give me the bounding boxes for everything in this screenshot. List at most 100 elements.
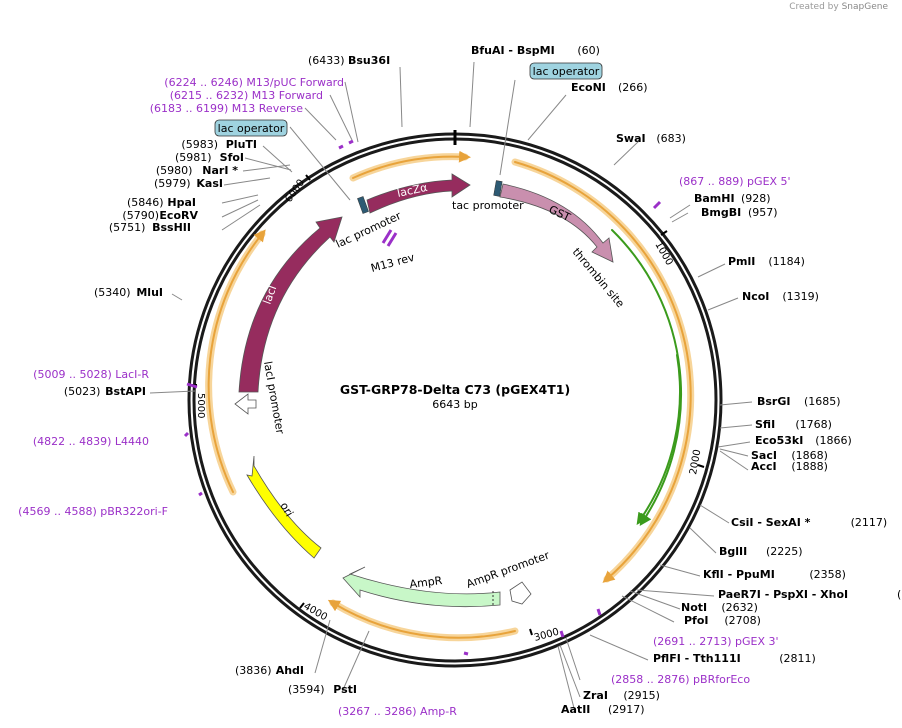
- enzyme-name: BamHI: [694, 192, 735, 205]
- enzyme-position: (2225): [766, 545, 803, 558]
- enzyme-site: (683)SwaI: [616, 132, 686, 145]
- enzyme-site: (5023) BstAPI: [64, 385, 146, 398]
- enzyme-name: EcoRV: [159, 209, 198, 222]
- enzyme-site: (1768) SfiI: [755, 418, 832, 431]
- enzyme-position: (2708): [724, 614, 761, 627]
- lacZa-label: lacZα: [396, 181, 429, 200]
- enzyme-name: ZraI: [583, 689, 608, 702]
- enzyme-name: AatII: [561, 703, 590, 716]
- lacI-promoter-label: lacI promoter: [261, 360, 287, 435]
- enzyme-name: PfoI: [684, 614, 709, 627]
- tac-operator-mark: [493, 180, 503, 197]
- enzyme-name: PluTI: [226, 138, 257, 151]
- enzyme-site: (5790)EcoRV: [122, 209, 198, 222]
- credit-brand: SnapGene: [841, 2, 888, 12]
- enzyme-name: Bsu36I: [348, 54, 390, 67]
- enzyme-site: (2225) BglII: [719, 545, 803, 558]
- enzyme-name: BstAPI: [105, 385, 146, 398]
- primer-label: (4569 .. 4588) pBR322ori-F: [18, 505, 168, 518]
- enzyme-position: (1868): [791, 449, 828, 462]
- enzyme-site: (5980)NarI *: [156, 164, 238, 177]
- enzyme-site: (2632) NotI: [681, 601, 758, 614]
- enzyme-name: Eco53kI: [755, 434, 803, 447]
- ampr-promoter-label: AmpR promoter: [465, 549, 552, 591]
- enzyme-position: (5846): [127, 196, 164, 209]
- ori-feature: [246, 455, 322, 559]
- lacI-feature: [238, 216, 343, 393]
- enzyme-position: (1866): [815, 434, 852, 447]
- primer-label: (6215 .. 6232) M13 Forward: [170, 89, 323, 102]
- lac-promoter-label: lac promoter: [334, 209, 404, 251]
- enzyme-name: AhdI: [276, 664, 304, 677]
- enzyme-name: MluI: [136, 286, 163, 299]
- enzyme-site: (2358) KflI - PpuMI: [703, 568, 846, 581]
- enzyme-site: (2708) PfoI: [684, 614, 761, 627]
- enzyme-site: (2626)PaeR7I - PspXI - XhoI: [718, 588, 902, 601]
- enzyme-site: (5846)HpaI: [127, 196, 196, 209]
- primer-marks: [183, 139, 662, 656]
- enzyme-position: (1768): [795, 418, 832, 431]
- primer-label: (2858 .. 2876) pBRforEco: [611, 673, 750, 686]
- enzyme-name: BglII: [719, 545, 747, 558]
- enzyme-position: (2917): [608, 703, 645, 716]
- primer-label: (6224 .. 6246) M13/pUC Forward: [164, 76, 344, 89]
- enzyme-name: EcoNI: [571, 81, 606, 94]
- m13-rev-label: M13 rev: [369, 251, 416, 275]
- enzyme-position: (5340): [94, 286, 131, 299]
- lacZa-feature: [366, 173, 471, 214]
- enzyme-position: (683): [656, 132, 686, 145]
- enzyme-site: (2811) PflFI - Tth111I: [653, 652, 816, 665]
- enzyme-site: (2117) CsiI - SexAI *: [731, 516, 887, 529]
- enzyme-name: AccI: [751, 460, 777, 473]
- enzyme-position: (5751): [109, 221, 146, 234]
- enzyme-position: (2811): [779, 652, 816, 665]
- enzyme-site: (1868)SacI: [751, 449, 828, 462]
- gst-feature: [499, 183, 614, 263]
- lac-operator-box-left: [214, 119, 288, 137]
- lac-operator-box-left-label: lac operator: [218, 122, 285, 135]
- enzyme-name: BmgBI: [701, 206, 741, 219]
- enzyme-position: (1888): [791, 460, 828, 473]
- leader-lines: [149, 61, 753, 713]
- enzyme-position: (5981): [175, 151, 212, 164]
- lac-operator-mark: [357, 196, 369, 214]
- enzyme-site: (6433)Bsu36I: [308, 54, 390, 67]
- enzyme-site: (1319)NcoI: [742, 290, 819, 303]
- enzyme-position: (2915): [623, 689, 660, 702]
- enzyme-position: (1685): [804, 395, 841, 408]
- primer-label: (5009 .. 5028) LacI-R: [33, 368, 149, 381]
- enzyme-position: (957): [748, 206, 778, 219]
- primer-label: (2691 .. 2713) pGEX 3': [653, 635, 779, 648]
- plasmid-name: GST-GRP78-Delta C73 (pGEX4T1): [340, 382, 570, 397]
- enzyme-position: (2117): [851, 516, 888, 529]
- enzyme-position: (5790): [122, 209, 159, 222]
- enzyme-site: (2917) AatII: [561, 703, 645, 716]
- enzyme-position: (5023): [64, 385, 101, 398]
- enzyme-site: (5751)BssHII: [109, 221, 191, 234]
- tick-label-2000: 2000: [688, 449, 703, 476]
- enzyme-name: SfiI: [755, 418, 775, 431]
- enzyme-position: (1319): [782, 290, 819, 303]
- plasmid-size: 6643 bp: [432, 398, 477, 411]
- enzyme-position: (2632): [721, 601, 758, 614]
- snapgene-credit: Created by SnapGene: [789, 2, 888, 12]
- enzyme-position: (5980): [156, 164, 193, 177]
- enzyme-site: (2915) ZraI: [583, 689, 660, 702]
- enzyme-site: (1184)PmlI: [728, 255, 805, 268]
- enzyme-position: (2358): [809, 568, 846, 581]
- enzyme-name: KflI - PpuMI: [703, 568, 775, 581]
- enzyme-site: (928)BamHI: [694, 192, 771, 205]
- enzyme-site: (957) BmgBI: [701, 206, 778, 219]
- primer-label: (867 .. 889) pGEX 5': [679, 175, 791, 188]
- enzyme-name: PflFI - Tth111I: [653, 652, 741, 665]
- enzyme-position: (3594): [288, 683, 325, 696]
- enzyme-position: (266): [618, 81, 648, 94]
- enzyme-name: CsiI - SexAI *: [731, 516, 811, 529]
- enzyme-site: (5983)PluTI: [181, 138, 257, 151]
- lacI-label: lacI: [261, 284, 280, 306]
- enzyme-position: (6433): [308, 54, 345, 67]
- enzyme-name: SfoI: [220, 151, 244, 164]
- enzyme-site: (1685)BsrGI: [757, 395, 841, 408]
- enzyme-name: NotI: [681, 601, 707, 614]
